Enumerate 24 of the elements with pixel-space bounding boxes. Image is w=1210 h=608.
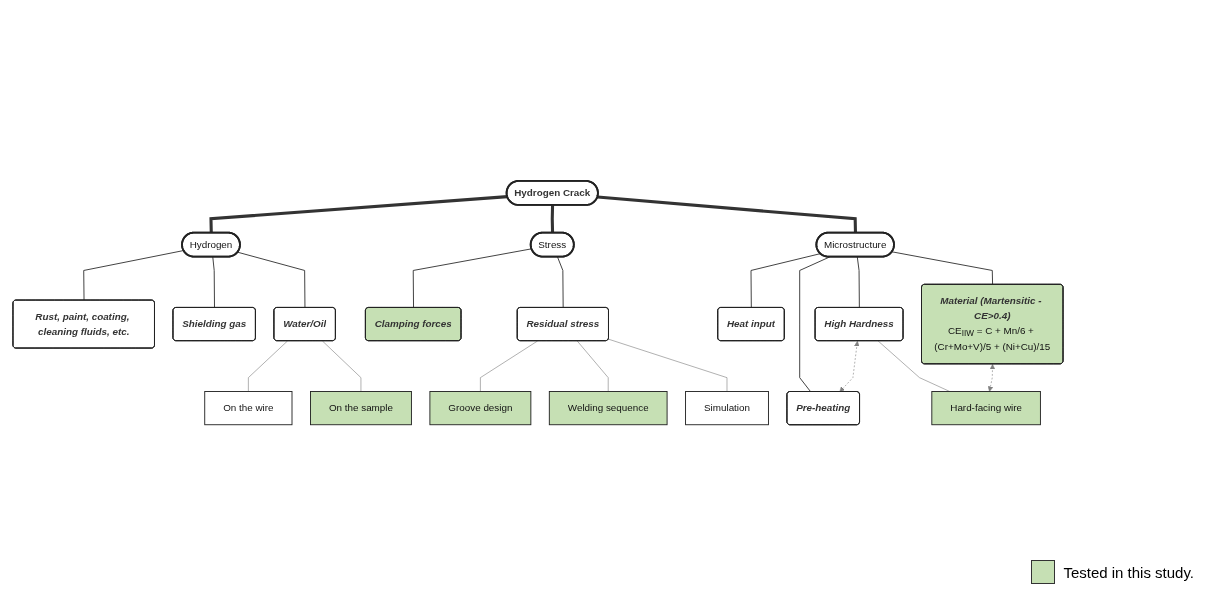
node-box: On the sample (310, 391, 412, 426)
connector (322, 340, 362, 392)
connector (248, 340, 288, 392)
connector (557, 256, 564, 309)
connector (608, 339, 728, 392)
node-box: Groove design (429, 391, 532, 426)
connector (209, 195, 508, 234)
connector (799, 256, 831, 393)
node-box: Simulation (685, 391, 769, 426)
connector (480, 340, 538, 392)
node-box: On the wire (204, 391, 293, 426)
connector (212, 256, 215, 309)
node-box: Welding sequence (548, 391, 668, 426)
connector (597, 195, 857, 234)
node-box: Hard-facing wire (931, 391, 1041, 426)
connector (550, 205, 555, 234)
legend-text: Tested in this study. (1063, 563, 1194, 581)
connector (750, 253, 821, 309)
connector (83, 250, 185, 301)
connector (412, 248, 533, 309)
connector (891, 251, 994, 286)
connector (856, 256, 860, 309)
connector (237, 251, 306, 309)
connector (576, 340, 609, 392)
